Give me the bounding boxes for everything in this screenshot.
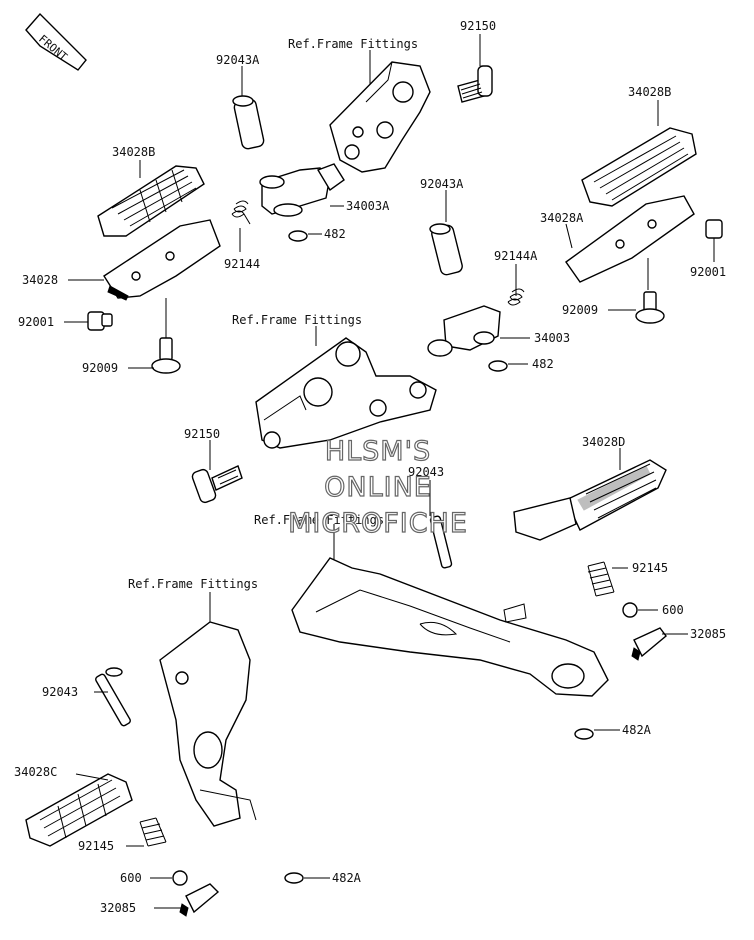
bolt-92001-left xyxy=(87,311,113,331)
part-labels: Ref.Frame Fittings 92150 92043A 34028B 3… xyxy=(14,19,726,915)
pin-92043-left xyxy=(95,667,131,727)
label-92043a-mid: 92043A xyxy=(420,177,464,191)
washer-482a-right xyxy=(574,728,594,740)
plate-32085-left xyxy=(179,883,220,917)
plate-32085-right xyxy=(631,627,667,661)
label-ref-frame-2: Ref.Frame Fittings xyxy=(232,313,362,327)
label-34028d: 34028D xyxy=(582,435,625,449)
front-arrow-icon: FRONT xyxy=(25,12,87,71)
label-92043a-left: 92043A xyxy=(216,53,260,67)
footpeg-34028c xyxy=(25,773,133,847)
footpeg-bracket-34028a-right xyxy=(565,195,695,283)
label-482-mid: 482 xyxy=(532,357,554,371)
washer-482a-left xyxy=(284,872,304,884)
label-92150-top: 92150 xyxy=(460,19,496,33)
label-600-right: 600 xyxy=(662,603,684,617)
washer-482-mid xyxy=(488,360,508,372)
pivot-bracket-34003 xyxy=(427,305,501,357)
watermark-line-3: MICROFICHE xyxy=(288,508,468,539)
label-32085-left: 32085 xyxy=(100,901,136,915)
bolt-92150-mid xyxy=(191,465,243,504)
label-92043-left: 92043 xyxy=(42,685,78,699)
label-34028c: 34028C xyxy=(14,765,57,779)
footpeg-rubber-34028b-left xyxy=(97,165,205,237)
spring-92145-right xyxy=(587,561,615,597)
label-34028b-left: 34028B xyxy=(112,145,155,159)
label-92144: 92144 xyxy=(224,257,260,271)
pivot-bracket-34003a xyxy=(259,163,345,217)
label-34003a: 34003A xyxy=(346,199,390,213)
label-482-left: 482 xyxy=(324,227,346,241)
bolt-92009-left xyxy=(151,337,181,374)
label-92001-left: 92001 xyxy=(18,315,54,329)
pin-92043a-mid xyxy=(429,223,463,276)
spring-92145-left xyxy=(139,817,167,847)
label-ref-frame-3: Ref.Frame Fittings xyxy=(254,513,384,527)
watermark: HLSM'S ONLINE MICROFICHE xyxy=(287,435,468,539)
footpeg-34028d xyxy=(513,459,667,541)
bolt-92001-right xyxy=(705,219,723,239)
label-482a-left: 482A xyxy=(332,871,362,885)
watermark-line-2: ONLINE xyxy=(324,472,432,503)
label-92001-right: 92001 xyxy=(690,265,726,279)
label-92150-mid: 92150 xyxy=(184,427,220,441)
label-92043-mid: 92043 xyxy=(408,465,444,479)
spring-92144a xyxy=(507,288,525,306)
label-92009-left: 92009 xyxy=(82,361,118,375)
ball-600-left xyxy=(172,870,188,886)
label-ref-frame-1: Ref.Frame Fittings xyxy=(288,37,418,51)
label-92144a: 92144A xyxy=(494,249,538,263)
bolt-92009-right xyxy=(635,291,665,324)
label-92145-right: 92145 xyxy=(632,561,668,575)
footpeg-bracket-34028-left xyxy=(103,219,221,301)
frame-bracket-top xyxy=(329,61,431,173)
pin-92043a-left xyxy=(232,95,265,150)
label-92145-left: 92145 xyxy=(78,839,114,853)
footpeg-rubber-34028b-right xyxy=(581,127,697,207)
label-92009-right: 92009 xyxy=(562,303,598,317)
label-32085-right: 32085 xyxy=(690,627,726,641)
label-34003: 34003 xyxy=(534,331,570,345)
label-34028b-right: 34028B xyxy=(628,85,671,99)
frame-bracket-lower-left xyxy=(159,621,257,827)
leader-lines xyxy=(64,34,715,909)
watermark-line-1: HLSM'S xyxy=(325,436,431,467)
ball-600-right xyxy=(622,602,638,618)
spring-92144 xyxy=(231,200,251,225)
label-600-left: 600 xyxy=(120,871,142,885)
washer-482-left xyxy=(288,230,308,242)
pin-92043-mid xyxy=(429,515,453,569)
bolt-92150-top xyxy=(457,65,493,103)
label-34028a: 34028A xyxy=(540,211,584,225)
label-482a-right: 482A xyxy=(622,723,652,737)
frame-bracket-middle xyxy=(255,337,437,449)
label-34028: 34028 xyxy=(22,273,58,287)
frame-bracket-right-long xyxy=(291,557,609,697)
label-ref-frame-4: Ref.Frame Fittings xyxy=(128,577,258,591)
